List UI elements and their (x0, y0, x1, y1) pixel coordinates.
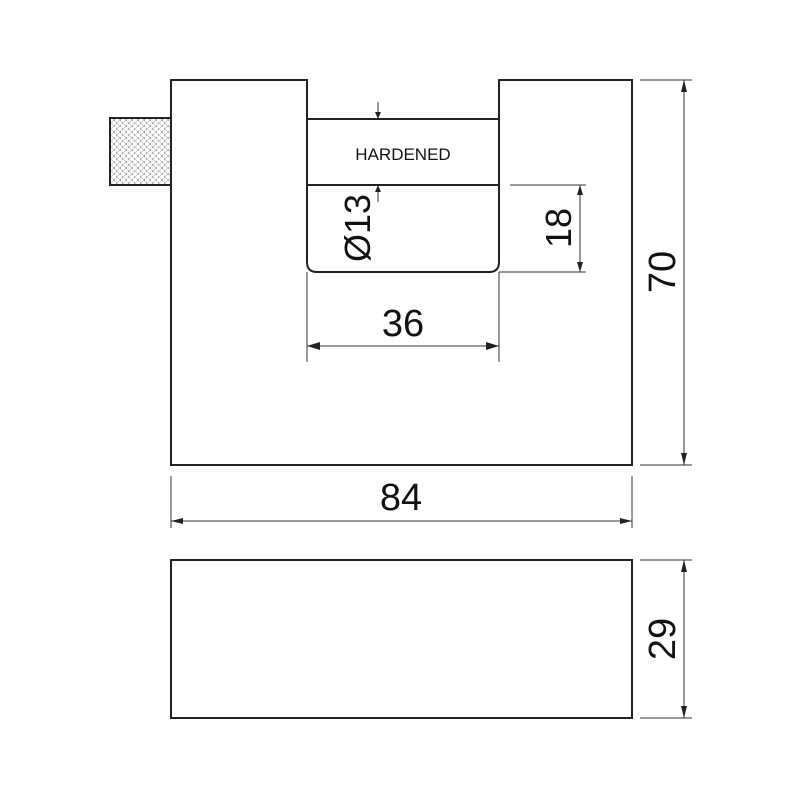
clearance-dimension: 18 (499, 184, 586, 273)
clearance-label: 18 (538, 208, 579, 248)
inner-width-dimension: 36 (306, 272, 500, 362)
width-dimension: 84 (170, 476, 633, 528)
height-label: 70 (642, 251, 684, 293)
height-dimension: 70 (640, 79, 692, 466)
shackle-diameter-dimension: Ø13 (337, 102, 381, 262)
width-label: 84 (380, 477, 422, 519)
depth-dimension: 29 (640, 559, 692, 719)
key-cylinder (109, 117, 172, 186)
hardened-label: HARDENED (355, 145, 450, 164)
padlock-body-side (170, 559, 633, 719)
padlock-body-front (170, 79, 633, 466)
depth-label: 29 (642, 618, 684, 660)
inner-width-label: 36 (382, 303, 424, 345)
shackle-diameter-label: Ø13 (337, 194, 378, 262)
